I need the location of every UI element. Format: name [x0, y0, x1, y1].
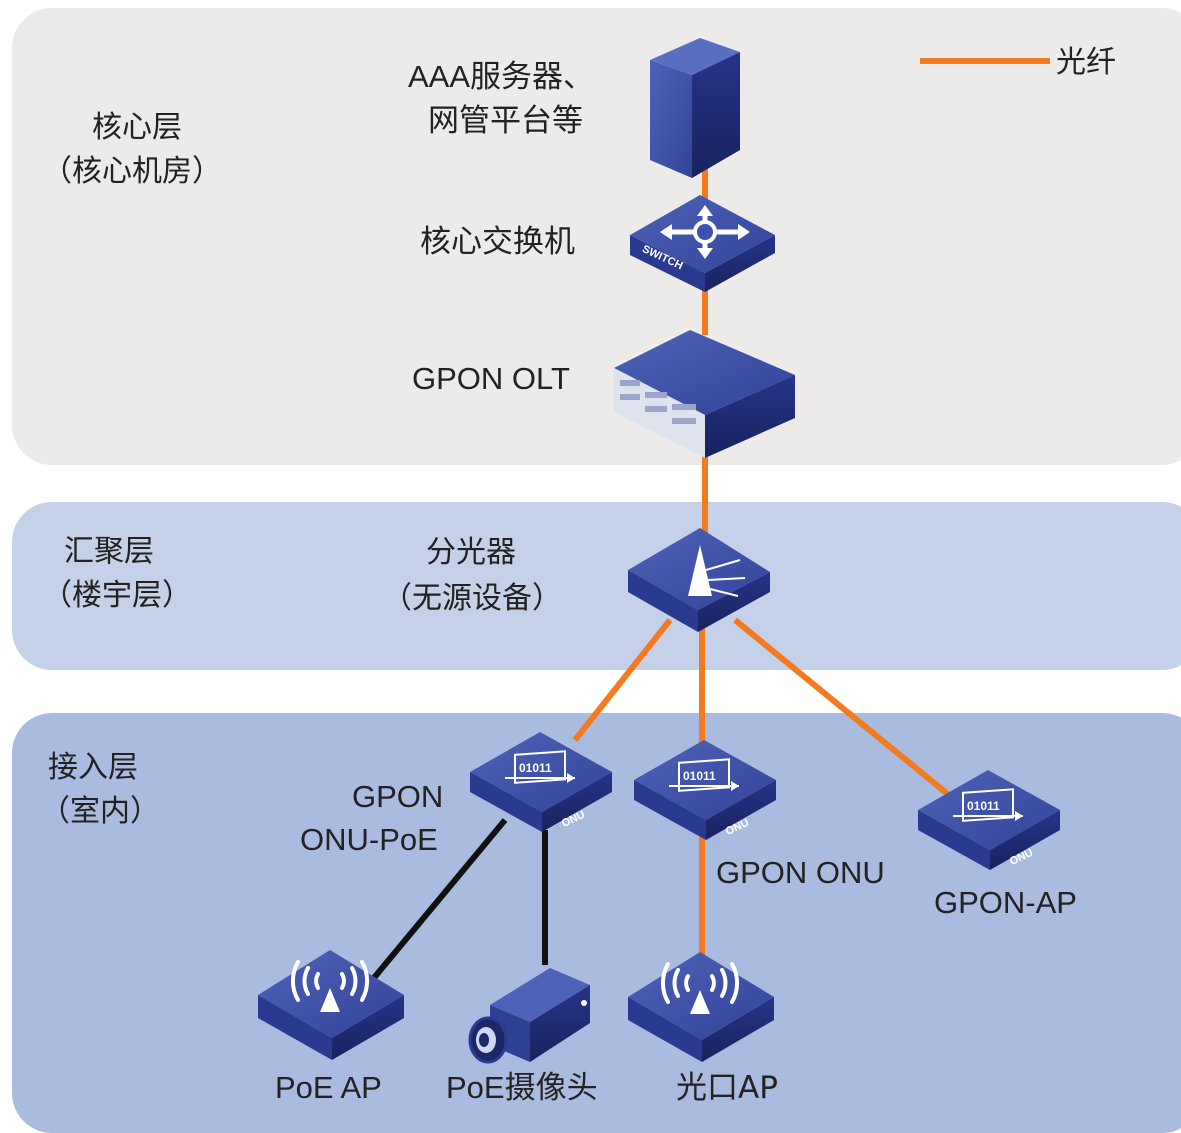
core-layer-label: 核心层 （核心机房）: [42, 106, 222, 194]
aggregation-layer-sub: （楼宇层）: [42, 578, 192, 613]
onu-label: GPON ONU: [716, 855, 885, 890]
optical-ap-label: 光口AP: [676, 1070, 778, 1106]
onu-bits: 01011: [683, 769, 716, 783]
access-layer-label: 接入层 （室内）: [40, 746, 160, 834]
access-layer-name: 接入层: [48, 750, 138, 785]
fiber-splitter-onu-poe: [572, 618, 673, 742]
gpon-ap-label: GPON-AP: [934, 885, 1077, 920]
access-layer-sub: （室内）: [40, 794, 160, 829]
olt-label: GPON OLT: [412, 361, 570, 396]
links: [365, 160, 957, 987]
gpon-ap-bits: 01011: [967, 799, 1000, 813]
fiber-splitter-gpon-ap: [733, 617, 957, 803]
onu-poe-label-1: GPON: [352, 779, 443, 814]
aggregation-layer-label: 汇聚层 （楼宇层）: [42, 530, 192, 618]
legend-fiber-label: 光纤: [1056, 45, 1116, 80]
core-layer-panel: [12, 8, 1181, 465]
optical-ap-icon: [628, 952, 774, 1062]
legend: 光纤: [920, 45, 1116, 80]
server-icon: [650, 38, 740, 178]
onu-poe-icon: 01011 ONU: [470, 732, 612, 832]
copper-onu-poe-ap: [365, 818, 508, 987]
poe-ap-label: PoE AP: [275, 1070, 382, 1105]
aggregation-layer-panel: [12, 502, 1181, 670]
core-layer-name: 核心层: [92, 110, 182, 145]
onu-icon: 01011 ONU: [634, 740, 776, 840]
aggregation-layer-name: 汇聚层: [64, 534, 154, 569]
olt-icon: [614, 330, 795, 458]
poe-ap-icon: [258, 950, 404, 1060]
onu-poe-label-2: ONU-PoE: [300, 822, 438, 857]
gpon-ap-icon: 01011 ONU: [918, 770, 1060, 870]
core-layer-sub: （核心机房）: [42, 154, 222, 189]
splitter-icon: [628, 528, 770, 632]
camera-icon: [468, 968, 590, 1064]
splitter-label-1: 分光器: [426, 535, 516, 570]
switch-icon: SWITCH: [630, 195, 775, 292]
server-label-1: AAA服务器、: [408, 59, 594, 94]
splitter-label-2: （无源设备）: [382, 581, 562, 616]
onu-poe-bits: 01011: [519, 761, 552, 775]
core-switch-label: 核心交换机: [420, 224, 575, 260]
camera-label: PoE摄像头: [446, 1070, 598, 1105]
server-label-2: 网管平台等: [428, 103, 583, 139]
